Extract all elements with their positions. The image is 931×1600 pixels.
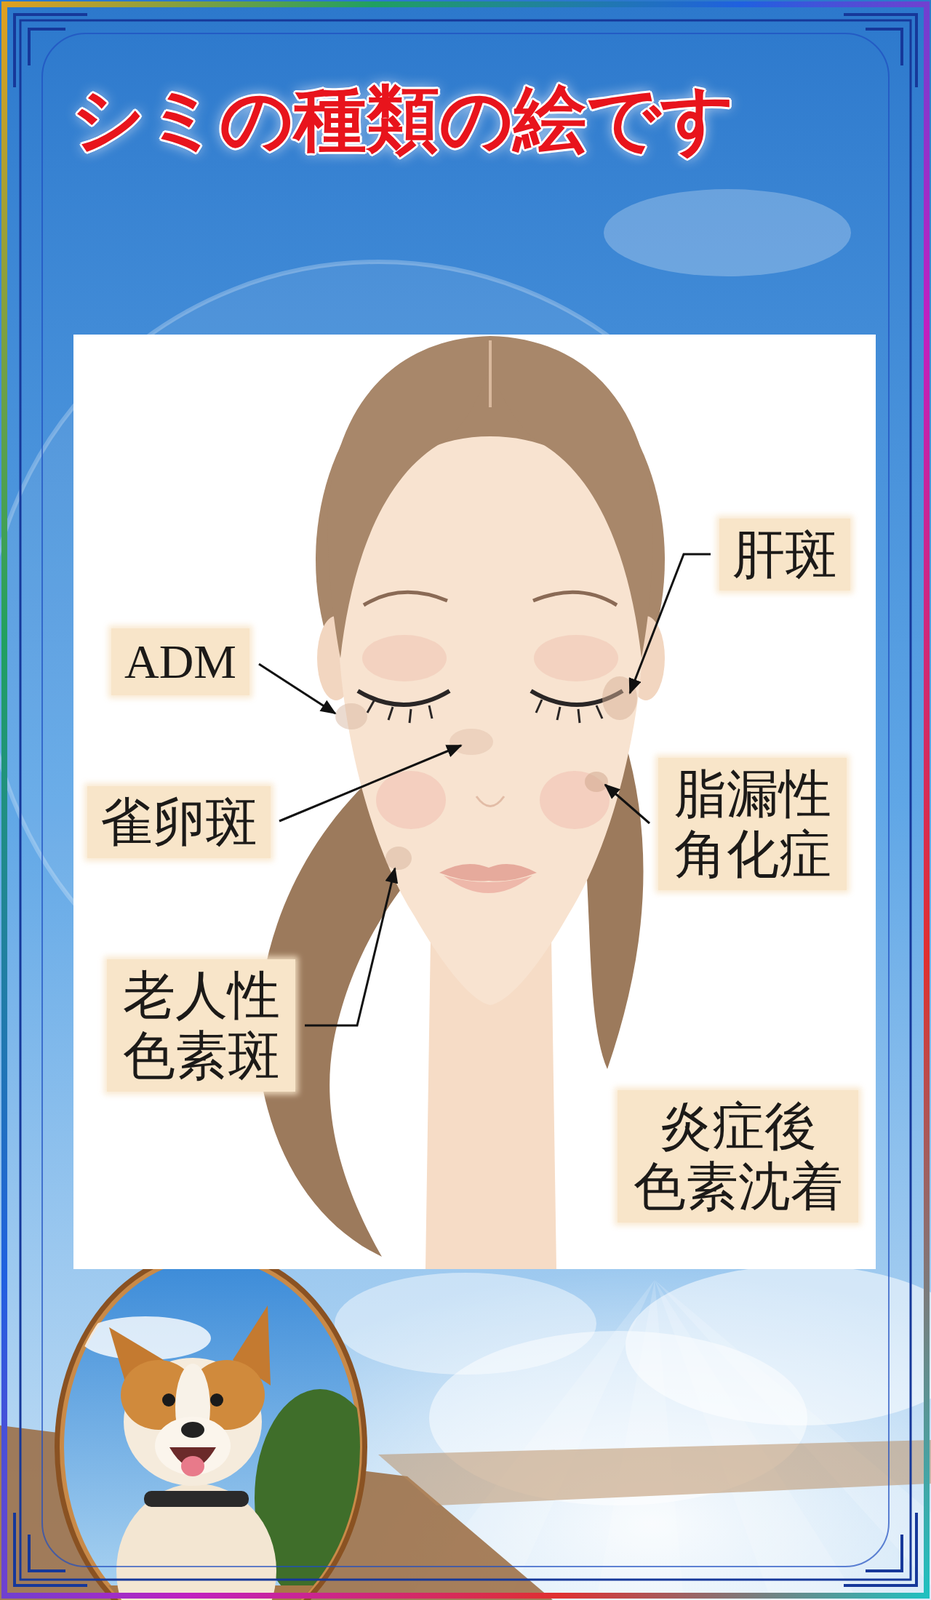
label-text: 老人性 色素斑 — [120, 965, 283, 1086]
corner-ornament — [843, 14, 917, 88]
cheek-blush — [539, 770, 610, 830]
skin-spot — [602, 676, 638, 721]
dog-eye — [162, 1393, 176, 1407]
corner-ornament — [843, 1512, 917, 1586]
poster-title: シミの種類の絵です — [71, 75, 735, 163]
eye-shadow — [533, 634, 619, 682]
eyebrow — [363, 592, 448, 606]
white-panel — [73, 334, 876, 1270]
dog-eye — [210, 1393, 224, 1407]
cloud — [334, 1272, 597, 1375]
label-box: ADM — [111, 628, 250, 696]
lower-lip — [443, 875, 533, 894]
nose — [476, 796, 505, 807]
dog-body — [116, 1483, 277, 1600]
outer-frame — [4, 4, 927, 1596]
dog-collar — [144, 1491, 249, 1508]
closed-eye — [357, 690, 450, 705]
skin-spot — [449, 728, 494, 755]
leader-line — [279, 745, 462, 822]
dog-picture — [58, 1305, 386, 1600]
label-box: 老人性 色素斑 — [106, 959, 296, 1092]
label-text: ADM — [124, 634, 237, 690]
label-text: 炎症後 色素沈着 — [630, 1096, 846, 1217]
label-text: 脂漏性 角化症 — [671, 763, 834, 885]
inner-frame — [20, 20, 911, 1580]
leader-line — [304, 868, 395, 1026]
eye-shadow — [362, 634, 447, 682]
face — [338, 436, 645, 1006]
hair-part — [488, 340, 492, 408]
cheek-blush — [376, 770, 446, 830]
dog-nose — [181, 1421, 205, 1438]
ray — [596, 1280, 684, 1600]
label-box: 炎症後 色素沈着 — [617, 1090, 859, 1223]
wood-rail — [378, 1440, 931, 1506]
skin-spot — [385, 846, 412, 870]
label-box: 肝斑 — [719, 518, 851, 591]
dog-tongue — [181, 1456, 205, 1477]
cloud — [603, 189, 851, 277]
rounded-frame — [42, 33, 889, 1567]
corner-ornament — [14, 1512, 88, 1586]
leader-line — [258, 664, 336, 714]
hair-front — [327, 336, 654, 659]
eyebrow — [533, 592, 617, 606]
label-text: 雀卵斑 — [100, 792, 258, 853]
corner-ornaments — [14, 14, 917, 1586]
label-box: 脂漏性 角化症 — [658, 757, 847, 891]
leader-lines — [258, 554, 711, 1026]
leader-line — [629, 554, 711, 694]
label-box: 雀卵斑 — [87, 786, 271, 859]
face-illustration — [258, 336, 665, 1270]
skin-spot — [584, 771, 609, 793]
eyelashes — [367, 699, 603, 723]
leader-line — [605, 784, 650, 824]
skin-spot — [335, 703, 368, 730]
label-text: 肝斑 — [732, 524, 838, 585]
